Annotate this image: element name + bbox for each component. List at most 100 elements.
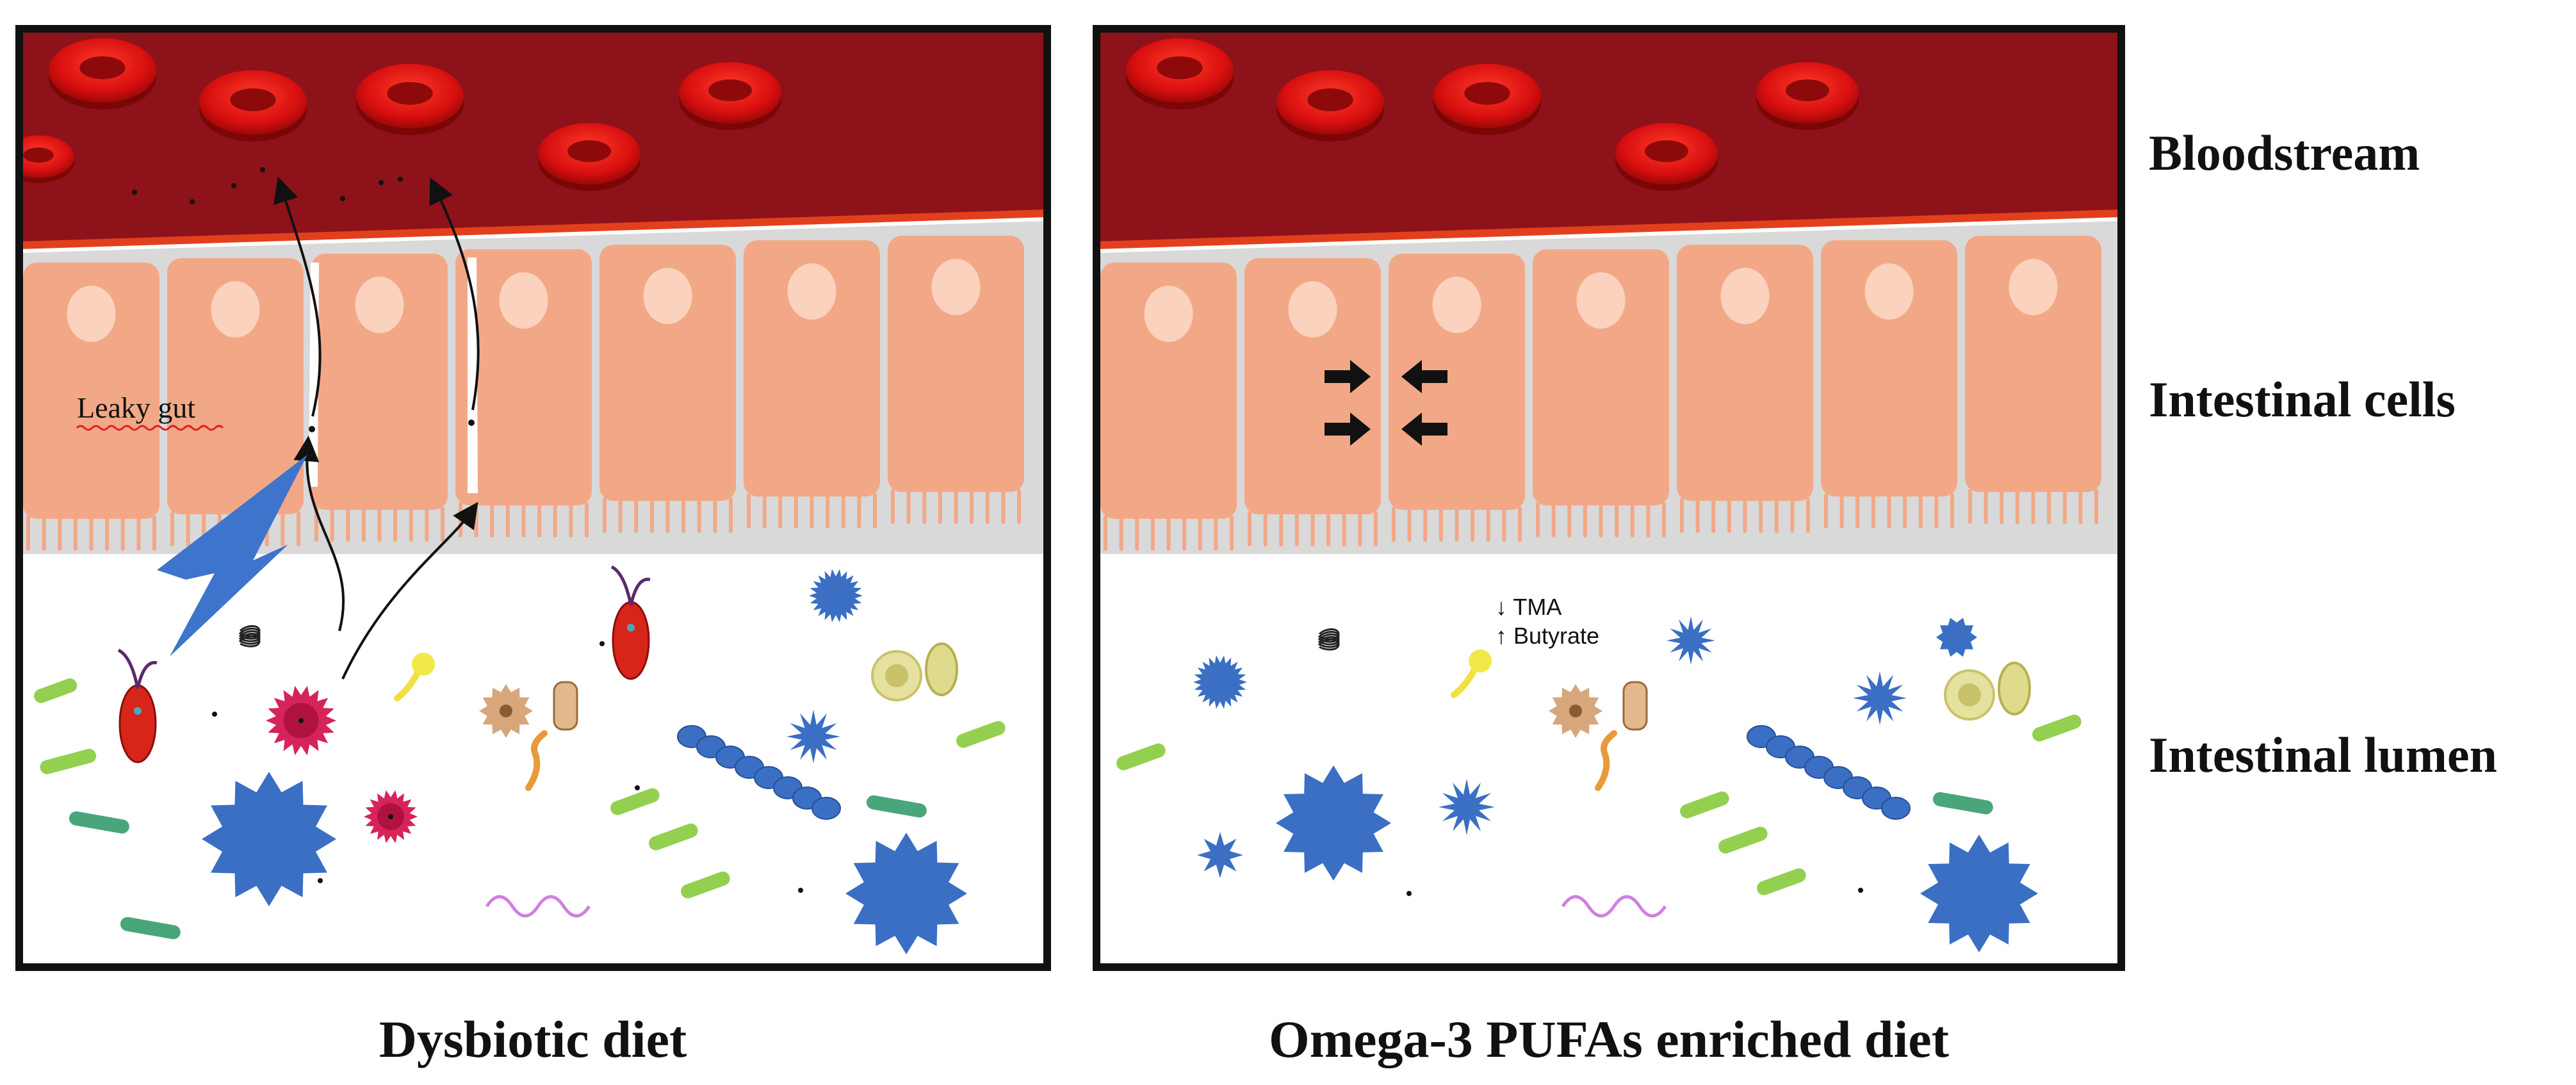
rod-bacterium: [681, 871, 730, 899]
orange-microbe: [1595, 730, 1617, 791]
tma-change-label: ↓ TMA: [1496, 594, 1561, 620]
cell-nucleus: [1288, 281, 1337, 338]
streptococcus: [1881, 797, 1911, 820]
cell-nucleus: [1432, 277, 1481, 334]
spiral-bacterium: [238, 625, 261, 648]
layer-label-cells: Intestinal cells: [2149, 371, 2456, 427]
bloodstream-region: [19, 29, 1047, 247]
panel-dysbiotic-diet: Leaky gut: [19, 29, 1047, 967]
translocation-arrow: [273, 176, 322, 417]
rod-bacterium: [69, 811, 129, 834]
lightning-icon: [157, 455, 307, 657]
red-blood-cell: [19, 135, 74, 183]
bloodstream-edge: [1096, 209, 2121, 249]
rod-bacterium: [34, 678, 77, 703]
translocation-arrow: [341, 502, 478, 680]
blue-microbe: [202, 772, 336, 906]
red-blood-cell: [1433, 63, 1541, 135]
cell-nucleus: [1720, 268, 1770, 325]
cell-nucleus: [2009, 259, 2058, 316]
layer-label-lumen: Intestinal lumen: [2149, 727, 2497, 783]
cell-nucleus: [787, 263, 836, 320]
red-blood-cell: [1615, 123, 1718, 191]
panel-omega3-diet: ↓ TMA ↑ Butyrate: [1096, 29, 2121, 967]
epithelial-cell: [455, 249, 592, 538]
rod-bacterium: [956, 721, 1006, 748]
rod-bacterium: [1116, 743, 1166, 771]
red-blood-cell: [1756, 62, 1859, 130]
blue-microbe: [845, 833, 967, 954]
epithelial-cell: [888, 236, 1024, 525]
metabolite-dots: [132, 167, 803, 893]
epithelial-cell: [1965, 236, 2101, 525]
spirochete: [485, 895, 591, 918]
rod-bacterium: [1680, 791, 1729, 819]
epithelial-cell: [311, 254, 448, 542]
caption-omega3-diet: Omega-3 PUFAs enriched diet: [1269, 1010, 1949, 1068]
red-blood-cell: [356, 63, 464, 135]
metabolite-dots: [1406, 888, 1863, 896]
epithelial-cell: [744, 240, 880, 529]
red-blood-cells: [1126, 38, 1859, 191]
epithelial-cell: [1821, 240, 1957, 529]
cell-nucleus: [1576, 272, 1626, 329]
yellow-microbe: [1998, 662, 2031, 715]
spellcheck-underline: [76, 425, 224, 431]
bloodstream-edge: [19, 209, 1047, 249]
brown-microbe: [1622, 681, 1648, 731]
spirochete: [1561, 895, 1667, 918]
cell-nucleus: [67, 286, 116, 342]
gut-microbiota: [1116, 616, 2082, 952]
blue-microbe: [1197, 832, 1243, 878]
blue-microbe: [1936, 617, 1977, 657]
cell-nucleus: [931, 259, 981, 316]
epithelial-cell: [167, 258, 304, 547]
epithelial-cell: [1533, 249, 1669, 538]
epithelial-cell: [599, 245, 736, 534]
orange-microbe: [525, 730, 548, 791]
streptococcus: [811, 797, 841, 820]
red-blood-cells: [19, 38, 781, 191]
spiral-bacterium: [1317, 628, 1340, 651]
blue-microbe: [1193, 655, 1247, 709]
rod-bacterium: [866, 795, 927, 818]
blue-microbe: [1920, 835, 2038, 952]
cell-nucleus: [211, 281, 260, 338]
caption-dysbiotic-diet: Dysbiotic diet: [379, 1010, 687, 1068]
epithelial-cell: [1244, 258, 1381, 547]
blue-microbe: [787, 710, 840, 763]
rod-bacterium: [1718, 826, 1768, 854]
red-blood-cell: [1126, 38, 1234, 110]
cell-nucleus: [355, 277, 404, 334]
blue-microbe: [1853, 671, 1907, 725]
epithelial-cell: [1677, 245, 1813, 534]
intestinal-cells: [1100, 236, 2101, 551]
leaky-gut-label: Leaky gut: [77, 391, 195, 424]
red-blood-cell: [538, 123, 640, 191]
blue-microbe: [809, 569, 863, 623]
butyrate-change-label: ↑ Butyrate: [1496, 623, 1599, 649]
rod-bacterium: [2032, 714, 2082, 742]
epithelial-cell: [23, 263, 159, 551]
flagellated-bacterium: [612, 601, 650, 680]
translocation-arrow: [429, 177, 480, 411]
rod-bacterium: [40, 749, 97, 774]
red-blood-cell: [49, 38, 156, 110]
flagellated-bacterium: [118, 684, 157, 763]
brown-microbe: [553, 681, 578, 731]
intestinal-cells: [23, 236, 1024, 551]
cell-nucleus: [1864, 263, 1914, 320]
cell-nucleus: [499, 272, 548, 329]
rod-bacterium: [120, 917, 181, 940]
bloodstream-region: [1096, 29, 2121, 247]
rod-bacterium: [610, 788, 660, 815]
red-blood-cell: [679, 62, 781, 130]
red-blood-cell: [199, 70, 307, 142]
red-blood-cell: [1276, 70, 1384, 142]
cell-nucleus: [1144, 286, 1193, 342]
panel-frame-left: [15, 25, 1051, 971]
epithelial-cell: [1100, 263, 1237, 551]
rod-bacterium: [1757, 868, 1806, 895]
rod-bacterium: [649, 823, 698, 851]
